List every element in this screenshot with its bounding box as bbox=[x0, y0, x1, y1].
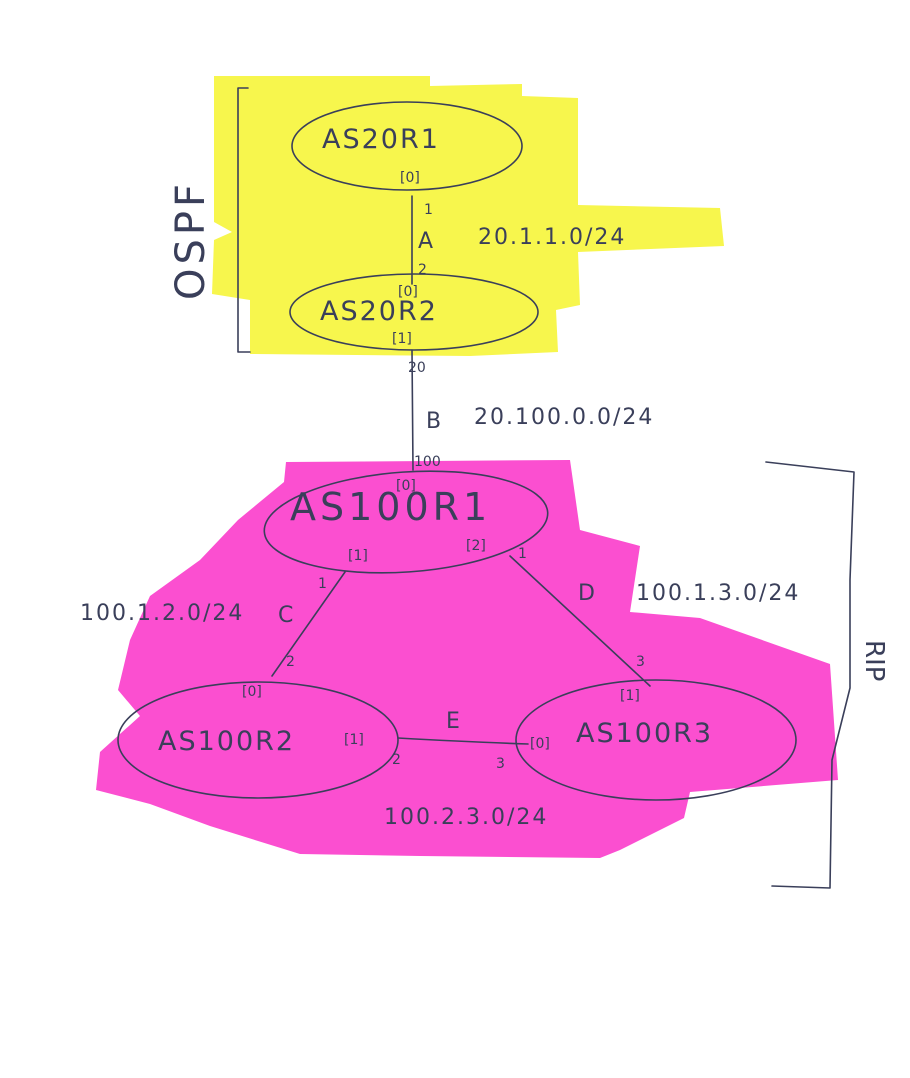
router-as100r1-iface-0: [0] bbox=[396, 478, 416, 494]
link-c-end1: 1 bbox=[318, 576, 327, 592]
link-e-letter: E bbox=[446, 709, 460, 734]
link-b-subnet: 20.100.0.0/24 bbox=[474, 405, 654, 430]
link-a-letter: A bbox=[418, 229, 433, 254]
router-as100r1-ellipse bbox=[263, 470, 549, 574]
router-as100r2: AS100R2 [0] [1] bbox=[117, 681, 399, 799]
router-as100r1-label: AS100R1 bbox=[290, 485, 491, 529]
router-as20r1-iface-0: [0] bbox=[400, 170, 420, 186]
router-as100r2-ellipse bbox=[117, 681, 399, 799]
link-e-line bbox=[397, 737, 529, 745]
router-as100r3-iface-0: [0] bbox=[530, 736, 550, 752]
router-as20r1-label: AS20R1 bbox=[322, 124, 440, 155]
router-as100r1-iface-1: [1] bbox=[348, 548, 368, 564]
rip-label: RIP bbox=[859, 640, 889, 681]
link-d-letter: D bbox=[578, 581, 595, 606]
router-as100r2-iface-0: [0] bbox=[242, 684, 262, 700]
link-e-end1: 2 bbox=[392, 752, 401, 768]
router-as20r2-iface-0: [0] bbox=[398, 284, 418, 300]
router-as100r2-iface-1: [1] bbox=[344, 732, 364, 748]
link-b-end1: 20 bbox=[408, 360, 426, 376]
rip-area-fill bbox=[96, 460, 838, 858]
link-c-end2: 2 bbox=[286, 654, 295, 670]
router-as100r3-ellipse bbox=[515, 679, 797, 801]
link-e-end2: 3 bbox=[496, 756, 505, 772]
link-b-letter: B bbox=[426, 409, 441, 434]
link-d-end2: 3 bbox=[636, 654, 645, 670]
ospf-bracket bbox=[237, 87, 251, 353]
link-a-end2: 2 bbox=[418, 262, 427, 278]
link-d-subnet: 100.1.3.0/24 bbox=[636, 581, 800, 606]
router-as20r2-ellipse bbox=[289, 273, 539, 351]
link-d: D 1 3 100.1.3.0/24 bbox=[518, 546, 800, 670]
router-as100r2-label: AS100R2 bbox=[158, 726, 295, 757]
router-as100r1-iface-2: [2] bbox=[466, 538, 486, 554]
router-as20r2-iface-1: [1] bbox=[392, 331, 412, 347]
router-as100r1: AS100R1 [0] [1] [2] bbox=[263, 470, 549, 574]
rip-bracket bbox=[765, 461, 855, 889]
router-as20r2: AS20R2 [0] [1] bbox=[289, 273, 539, 351]
link-e: E 2 3 100.2.3.0/24 bbox=[384, 709, 548, 830]
link-d-end1: 1 bbox=[518, 546, 527, 562]
router-as100r3-label: AS100R3 bbox=[576, 718, 713, 749]
ospf-label: OSPF bbox=[168, 180, 214, 300]
link-c-letter: C bbox=[278, 603, 293, 628]
ospf-highlight bbox=[212, 76, 724, 356]
link-b-line bbox=[411, 349, 414, 471]
link-a: A 1 2 20.1.1.0/24 bbox=[418, 202, 626, 278]
link-a-subnet: 20.1.1.0/24 bbox=[478, 225, 626, 250]
link-c-subnet: 100.1.2.0/24 bbox=[80, 601, 244, 626]
ospf-area-fill bbox=[212, 76, 724, 356]
router-as20r2-label: AS20R2 bbox=[320, 296, 438, 327]
router-as100r3: AS100R3 [1] [0] bbox=[515, 679, 797, 801]
rip-highlight bbox=[96, 460, 838, 858]
link-b-end2: 100 bbox=[414, 454, 441, 470]
router-as20r1: AS20R1 [0] bbox=[291, 101, 523, 191]
link-e-subnet: 100.2.3.0/24 bbox=[384, 805, 548, 830]
link-b: B 20 100 20.100.0.0/24 bbox=[408, 360, 654, 470]
link-c: C 1 2 100.1.2.0/24 bbox=[80, 576, 327, 670]
link-d-line bbox=[509, 555, 651, 687]
link-a-end1: 1 bbox=[424, 202, 433, 218]
router-as20r1-ellipse bbox=[291, 101, 523, 191]
link-c-line bbox=[271, 571, 346, 677]
router-as100r3-iface-1: [1] bbox=[620, 688, 640, 704]
